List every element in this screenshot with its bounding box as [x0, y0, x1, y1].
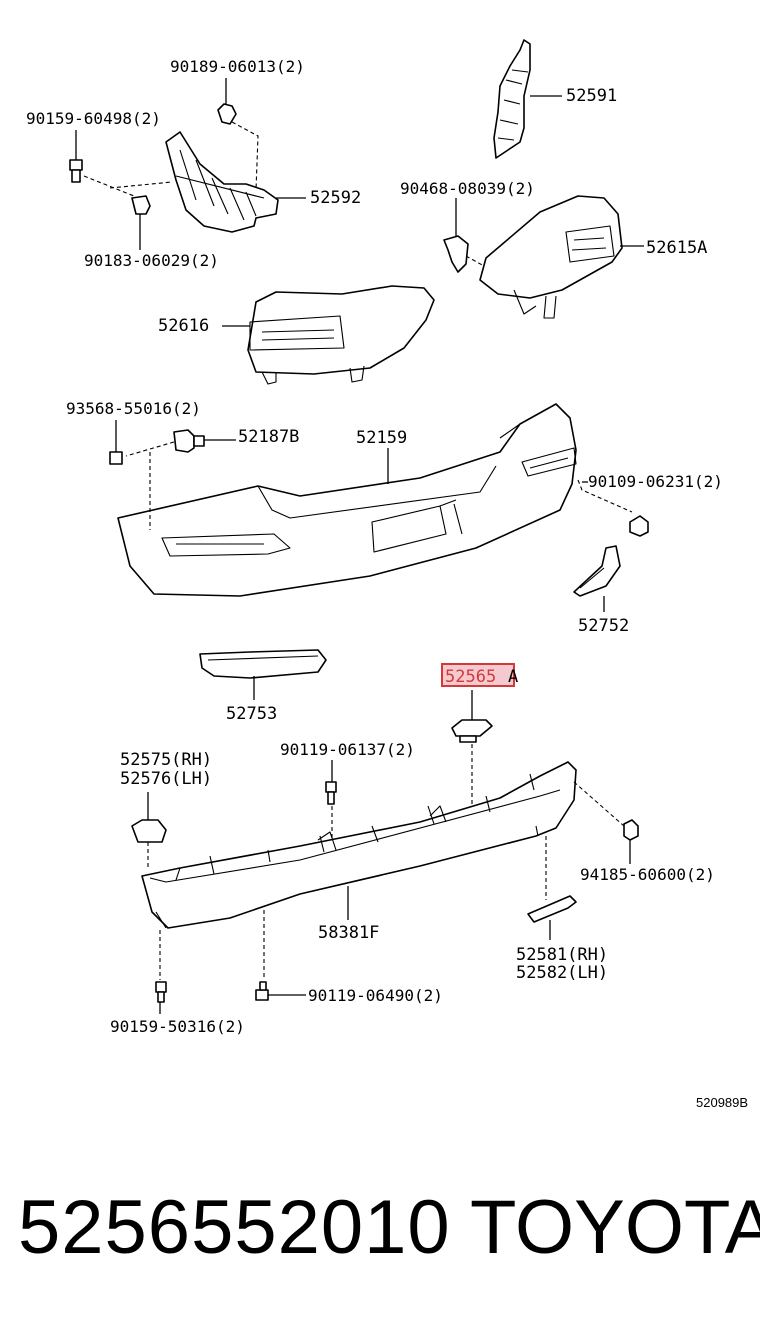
part-52592-retainer: [165, 131, 306, 233]
brand-name: TOYOTA: [470, 1185, 760, 1270]
clip-90468-08039: [443, 198, 485, 273]
label-52753: 52753: [226, 704, 277, 724]
label-52616: 52616: [158, 316, 209, 336]
part-52591-bracket: [493, 39, 562, 159]
clip-94185-60600: [573, 781, 639, 864]
label-52159: 52159: [356, 428, 407, 448]
label-52581-rh: 52581(RH): [516, 945, 608, 965]
screw-90109-06231: [582, 481, 649, 537]
label-90183-06029: 90183-06029(2): [84, 251, 219, 270]
screw-90119-06490: [255, 910, 306, 1001]
highlight-box: [441, 663, 515, 687]
label-90119-06137: 90119-06137(2): [280, 740, 415, 759]
label-90159-60498: 90159-60498(2): [26, 109, 161, 128]
label-52591: 52591: [566, 86, 617, 106]
label-52187B: 52187B: [238, 427, 299, 447]
label-90109-06231: 90109-06231(2): [588, 472, 723, 491]
nut-90183-06029: [131, 195, 151, 250]
label-52752: 52752: [578, 616, 629, 636]
bracket-52581-52582: [527, 836, 577, 940]
part-52753-trim: [199, 649, 327, 700]
highlighted-part-label: 52565 A: [441, 663, 518, 687]
label-52576-lh: 52576(LH): [120, 769, 212, 789]
illustration-code: 520989B: [696, 1095, 748, 1110]
part-52616-absorber: [222, 285, 435, 385]
screw-93568-55016: [109, 420, 123, 465]
screw-90119-06137: [325, 760, 337, 838]
label-90119-06490: 90119-06490(2): [308, 986, 443, 1005]
label-52592: 52592: [310, 188, 361, 208]
bracket-52575-52576: [131, 792, 167, 870]
part-52615A-bracket: [479, 195, 644, 319]
footer: 5256552010 TOYOTA: [0, 1180, 760, 1330]
label-52582-lh: 52582(LH): [516, 963, 608, 983]
label-52575-rh: 52575(RH): [120, 750, 212, 770]
label-94185-60600: 94185-60600(2): [580, 865, 715, 884]
part-number: 5256552010: [18, 1185, 451, 1270]
label-52615A: 52615A: [646, 238, 707, 258]
label-90189-06013: 90189-06013(2): [170, 57, 305, 76]
label-90468-08039: 90468-08039(2): [400, 179, 535, 198]
label-58381F: 58381F: [318, 923, 379, 943]
screw-90159-50316: [155, 930, 167, 1014]
label-52565-highlight: 52565: [445, 667, 496, 687]
grommet-52187B: [125, 429, 236, 457]
label-93568-55016: 93568-55016(2): [66, 399, 201, 418]
label-52565-suffix: A: [508, 667, 518, 687]
parts-diagram: 90189-06013(2) 90159-60498(2) 52591 5259…: [26, 39, 748, 1110]
part-52565A-retainer: [451, 690, 493, 806]
screw-90159-60498: [69, 130, 173, 197]
part-52159-bumper-cover: [117, 403, 633, 597]
part-58381F-lower-panel: [141, 761, 577, 929]
label-90159-50316: 90159-50316(2): [110, 1017, 245, 1036]
part-52752-trim: [573, 545, 621, 612]
clip-90189-06013: [217, 78, 259, 191]
